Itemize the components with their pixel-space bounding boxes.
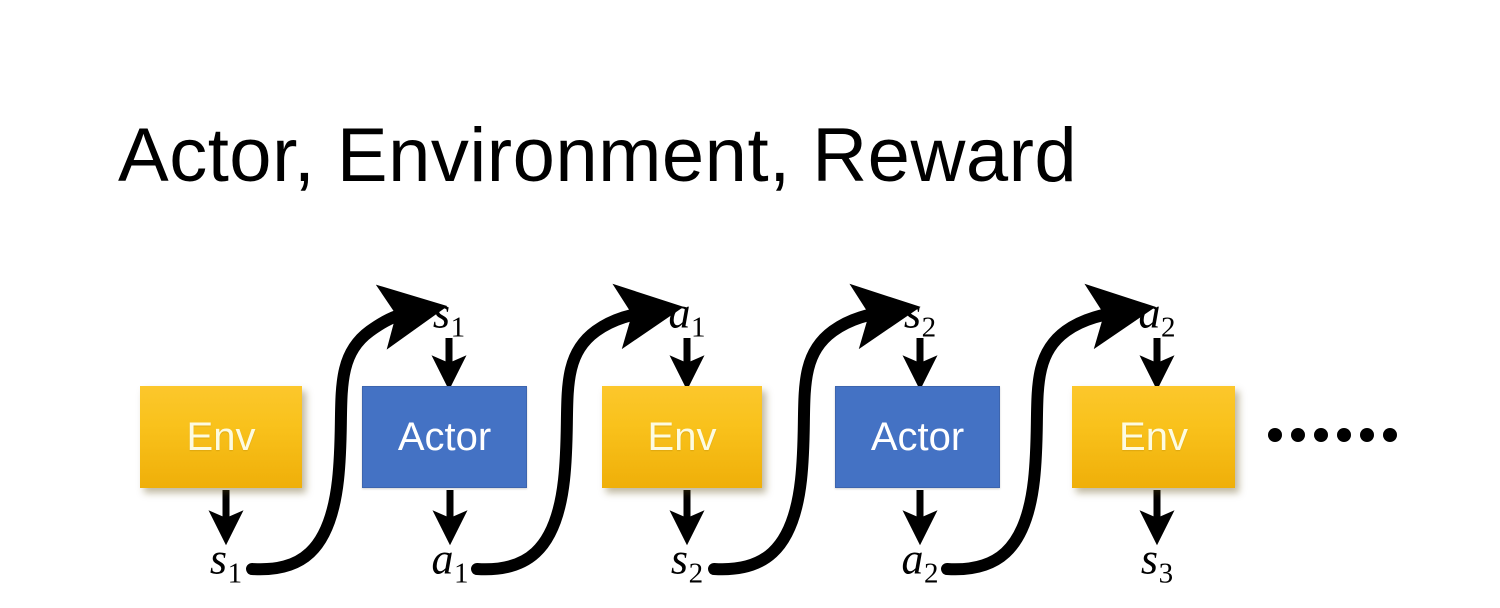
var-base: s <box>432 288 451 338</box>
block-actor-2[interactable]: Actor <box>835 386 1000 488</box>
action-label-a2-top: a2 <box>1138 288 1176 344</box>
state-label-s1-bottom: s1 <box>209 534 243 590</box>
arrow-label-to-block <box>431 338 1175 391</box>
var-base: s <box>209 534 228 584</box>
block-env-2[interactable]: Env <box>602 386 762 488</box>
var-subscript: 1 <box>450 311 466 344</box>
state-label-s1-top: s1 <box>432 288 466 344</box>
ellipsis-dot <box>1291 428 1305 442</box>
var-subscript: 2 <box>688 557 704 590</box>
ellipsis-continuation-icon <box>1268 428 1397 442</box>
var-subscript: 3 <box>1158 557 1174 590</box>
var-base: s <box>903 288 922 338</box>
var-subscript: 2 <box>924 557 939 590</box>
var-base: a <box>431 534 454 584</box>
ellipsis-dot-group <box>1268 428 1328 442</box>
state-label-s2-top: s2 <box>903 288 937 344</box>
ellipsis-dot <box>1337 428 1351 442</box>
var-subscript: 2 <box>921 311 937 344</box>
var-subscript: 1 <box>691 311 706 344</box>
block-label: Env <box>1119 415 1188 459</box>
block-env-1[interactable]: Env <box>140 386 302 488</box>
var-base: a <box>668 288 691 338</box>
ellipsis-dot-group <box>1337 428 1397 442</box>
block-label: Env <box>647 415 717 459</box>
block-actor-1[interactable]: Actor <box>362 386 527 488</box>
block-label: Actor <box>870 415 965 459</box>
var-base: a <box>901 534 924 584</box>
ellipsis-dot <box>1360 428 1374 442</box>
var-subscript: 1 <box>227 557 243 590</box>
state-label-s2-bottom: s2 <box>670 534 704 590</box>
block-label: Env <box>186 415 256 459</box>
ellipsis-dot <box>1268 428 1282 442</box>
block-env-3[interactable]: Env <box>1072 386 1235 488</box>
arrow-block-to-label <box>208 490 1175 546</box>
state-label-s3-bottom: s3 <box>1140 534 1174 590</box>
action-label-a2-bottom: a2 <box>901 534 939 590</box>
var-base: s <box>670 534 689 584</box>
action-label-a1-bottom: a1 <box>431 534 469 590</box>
ellipsis-dot <box>1314 428 1328 442</box>
var-subscript: 1 <box>454 557 469 590</box>
var-base: a <box>1138 288 1161 338</box>
var-base: s <box>1140 534 1159 584</box>
ellipsis-dot <box>1383 428 1397 442</box>
block-label: Actor <box>397 415 492 459</box>
page-title: Actor, Environment, Reward <box>118 113 1078 198</box>
action-label-a1-top: a1 <box>668 288 706 344</box>
var-subscript: 2 <box>1161 311 1176 344</box>
